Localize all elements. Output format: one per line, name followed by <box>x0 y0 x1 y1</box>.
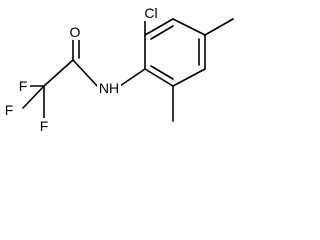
fluorine-bottom-label: F <box>40 118 49 134</box>
chlorine-label-bg <box>140 5 160 21</box>
ring-inner-double-1 <box>150 25 174 40</box>
ring-bond-2 <box>144 18 174 36</box>
bond-nitrogen-ring <box>116 68 146 89</box>
fluorine-left-label: F <box>5 102 14 118</box>
ring-bond-6 <box>144 68 174 87</box>
nitrogen-label-bg <box>97 80 121 96</box>
ring-inner-double-3 <box>150 65 174 80</box>
structure-drawing: Cl O NH F F F <box>2 5 234 134</box>
bond-carbonyl-nitrogen <box>72 59 100 89</box>
nitrogen-label: NH <box>99 80 119 96</box>
bond-c-f-left <box>22 85 45 109</box>
fluorine-bottom-label-bg <box>37 118 51 134</box>
ring-bond-5 <box>172 68 206 87</box>
bond-ring-methyl-top-right <box>204 18 234 36</box>
structure-canvas: Cl O NH F F F <box>0 0 254 138</box>
chlorine-label: Cl <box>144 5 157 21</box>
fluorine-top-label-bg <box>16 78 30 94</box>
ring-bond-3 <box>172 18 206 36</box>
bond-cf3-carbonyl <box>43 59 74 87</box>
fluorine-top-label: F <box>19 78 28 94</box>
fluorine-left-label-bg <box>2 102 16 118</box>
oxygen-label: O <box>70 24 81 40</box>
oxygen-label-bg <box>68 24 82 40</box>
